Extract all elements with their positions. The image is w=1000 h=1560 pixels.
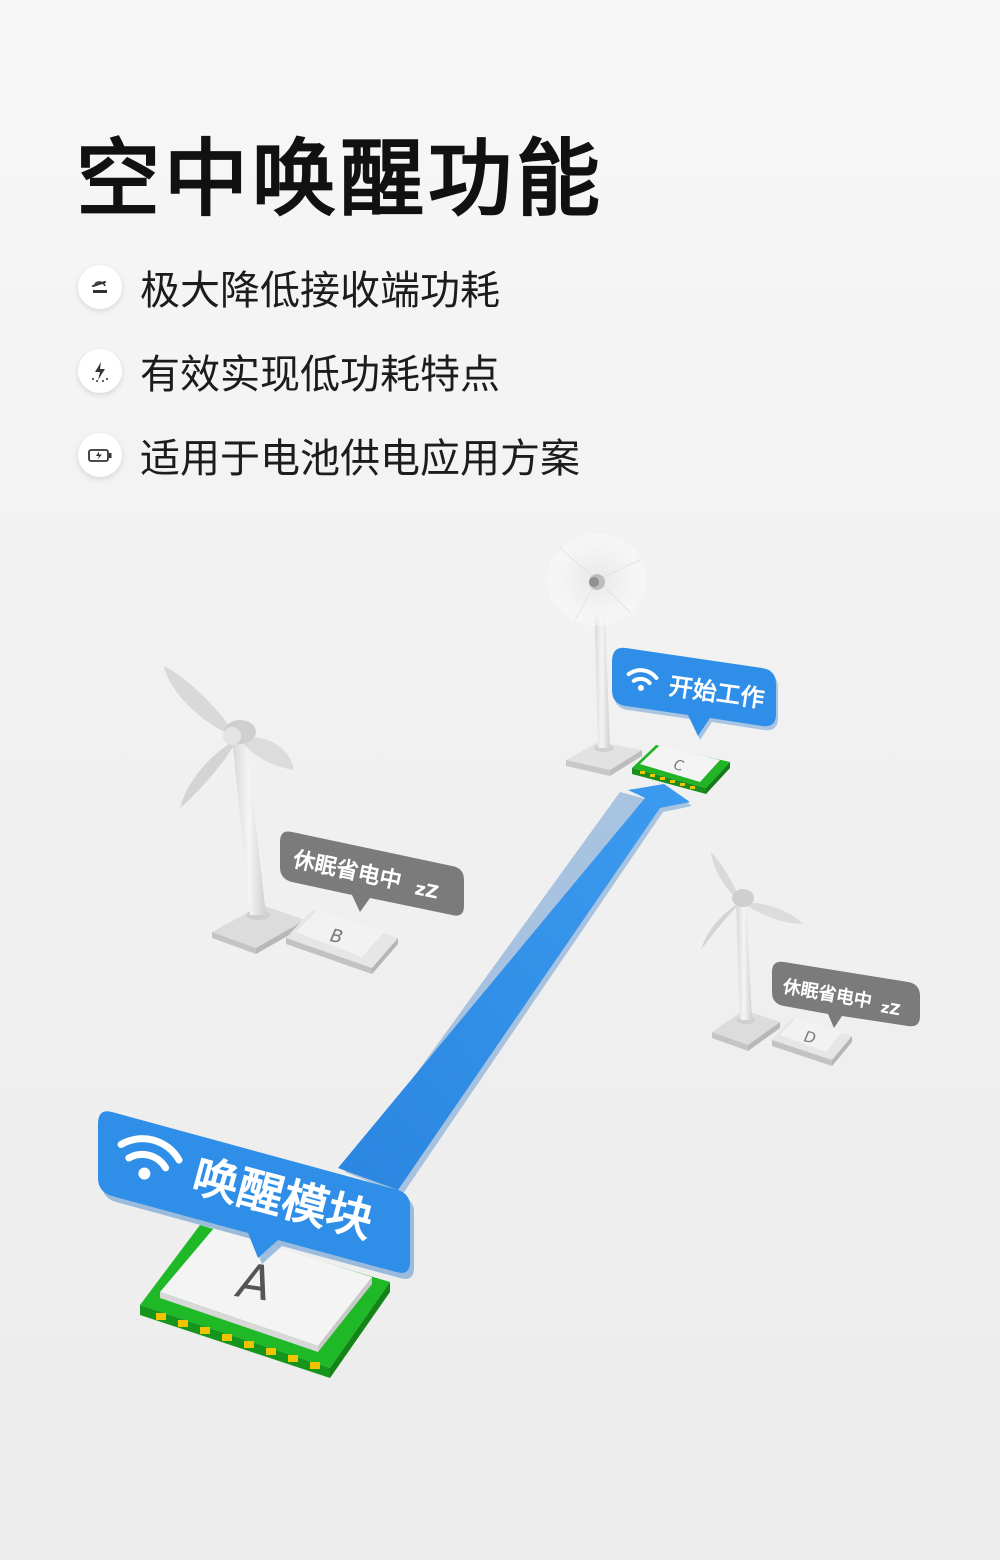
- battery-icon: [78, 433, 122, 477]
- feature-item-battery: 适用于电池供电应用方案: [78, 413, 580, 497]
- feature-list: 极大降低接收端功耗 有效实现低功耗特点 适用于电池供电应用方案: [78, 245, 580, 497]
- module-c: C: [632, 745, 730, 794]
- wifi-icon: [117, 1135, 183, 1180]
- feature-item-low-power: 极大降低接收端功耗: [78, 245, 580, 329]
- windmill-d: [701, 852, 803, 1051]
- sleep-bubble-d-zz: zZ: [879, 998, 902, 1019]
- chip-label-c: C: [672, 757, 685, 775]
- wifi-icon: [626, 668, 659, 691]
- signal-arrow: [338, 784, 692, 1195]
- module-a: A: [140, 1225, 390, 1378]
- feature-item-lightning: 有效实现低功耗特点: [78, 329, 580, 413]
- chip-label-d: D: [802, 1027, 817, 1047]
- page-title: 空中唤醒功能: [76, 130, 605, 228]
- lightning-icon: [78, 349, 122, 393]
- windmill-b: [164, 666, 305, 954]
- sleep-bubble-b: 休眠省电中 zZ: [280, 831, 464, 916]
- sleep-bubble-d: 休眠省电中 zZ: [772, 961, 920, 1028]
- module-b: B: [286, 910, 398, 974]
- module-d: D: [772, 1018, 852, 1066]
- chip-label-b: B: [328, 925, 344, 948]
- feature-text: 适用于电池供电应用方案: [140, 436, 580, 482]
- working-bubble: 开始工作: [612, 647, 778, 740]
- feature-text: 极大降低接收端功耗: [140, 268, 500, 314]
- feature-text: 有效实现低功耗特点: [140, 352, 500, 398]
- low-power-icon: [78, 265, 122, 309]
- sleep-bubble-b-zz: zZ: [413, 878, 440, 903]
- windmill-c: [547, 534, 647, 776]
